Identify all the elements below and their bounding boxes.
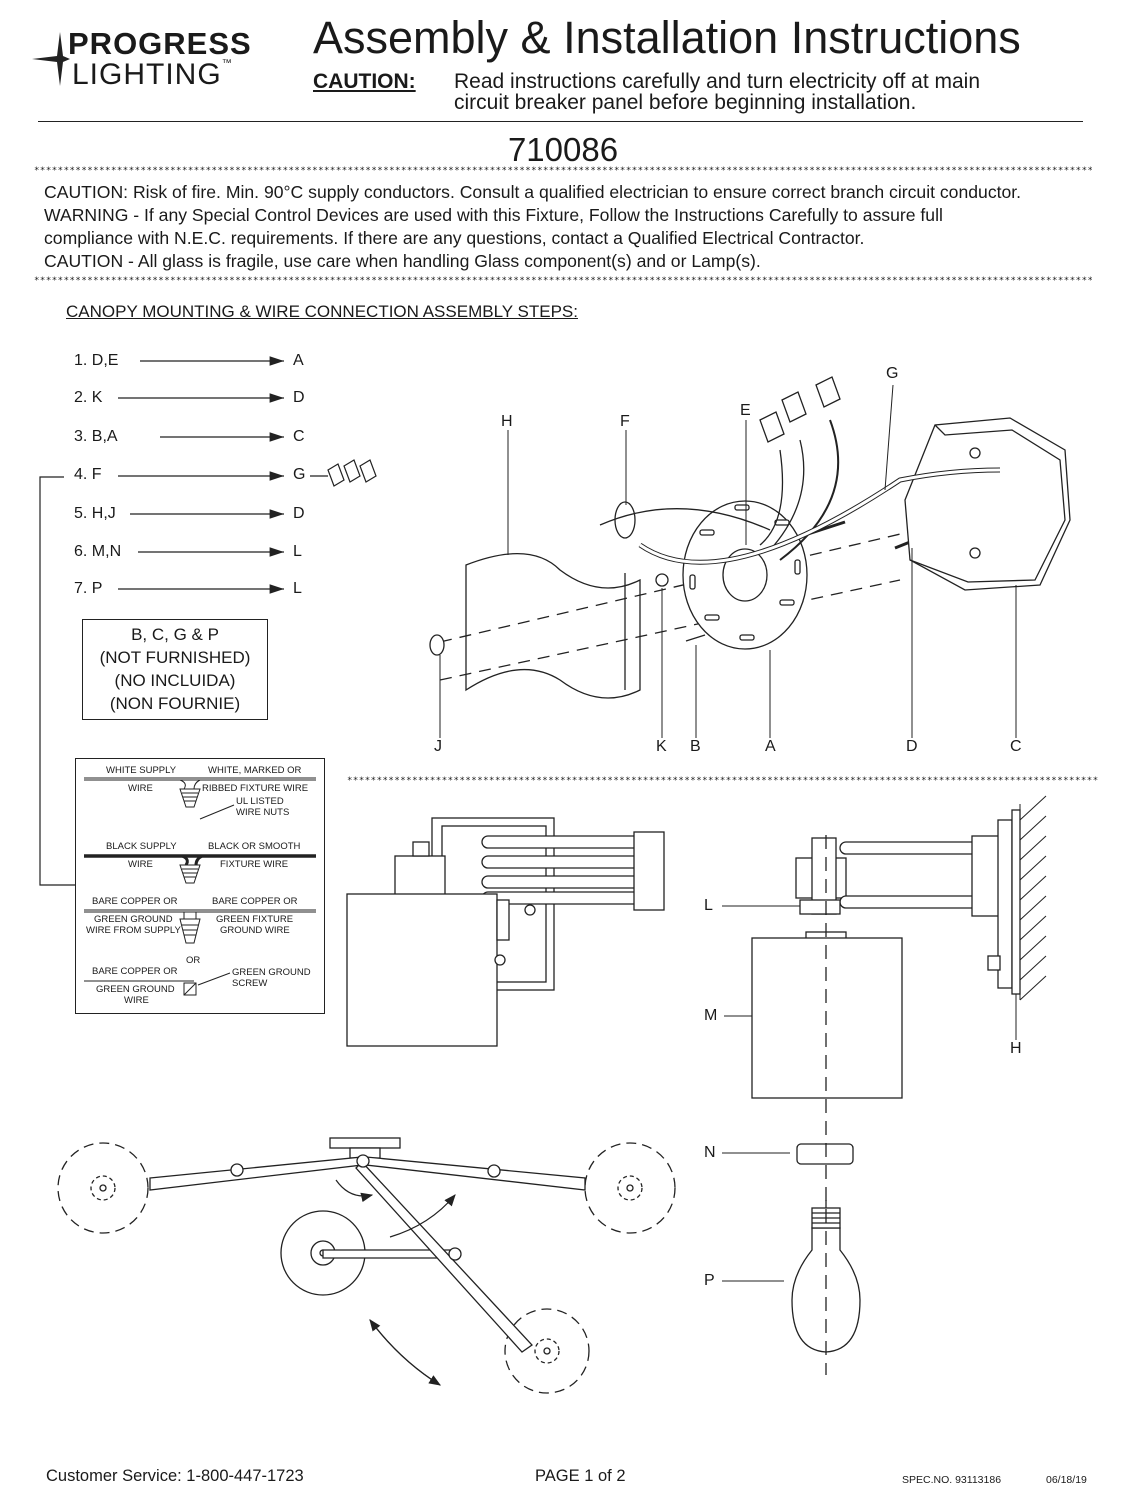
green-screw-label-2: SCREW — [232, 978, 268, 989]
white-supply-label: WHITE SUPPLY — [106, 765, 177, 776]
ribbed-label: RIBBED FIXTURE WIRE — [202, 783, 309, 794]
green-screw-label-1: GREEN GROUND — [232, 967, 311, 978]
step-7-target: L — [293, 580, 302, 597]
step-7: 7. P — [74, 580, 103, 597]
warning-line-2: WARNING - If any Special Control Devices… — [44, 205, 943, 225]
step-5: 5. H,J — [74, 505, 116, 522]
star-separator-3: ****************************************… — [347, 776, 1099, 786]
part-label-p: P — [704, 1272, 715, 1289]
wire-nuts-icon — [327, 459, 377, 487]
part-label-d: D — [906, 738, 918, 755]
step-5-target: D — [293, 505, 305, 522]
caution-label: CAUTION: — [313, 70, 416, 93]
model-number: 710086 — [507, 131, 619, 168]
crossbar-a — [682, 500, 808, 650]
part-label-k: K — [656, 738, 667, 755]
step-2-target: D — [293, 389, 305, 406]
warning-line-1: CAUTION: Risk of fire. Min. 90°C supply … — [44, 182, 1022, 202]
black-smooth-label: BLACK OR SMOOTH — [208, 841, 301, 852]
green-fixture-label: GREEN FIXTURE — [216, 914, 294, 925]
step-3-target: C — [293, 428, 305, 445]
not-furnished-parts: B, C, G & P — [131, 625, 219, 644]
green-ground-left-label: GREEN GROUND — [94, 914, 173, 925]
step-3: 3. B,A — [74, 428, 118, 445]
part-label-l: L — [704, 897, 713, 914]
caution-line-1: Read instructions carefully and turn ele… — [454, 70, 981, 93]
step-2: 2. K — [74, 389, 103, 406]
fixture-wire-label: FIXTURE WIRE — [220, 859, 289, 870]
header-rule — [38, 121, 1083, 122]
ground-wire-label: GROUND WIRE — [220, 925, 290, 936]
part-label-n: N — [704, 1144, 716, 1161]
or-label: OR — [186, 955, 201, 966]
spec-number: SPEC.NO. 93113186 — [902, 1474, 1002, 1486]
bare-copper-bottom-label: BARE COPPER OR — [92, 966, 178, 977]
part-label-h: H — [501, 413, 513, 430]
part-label-h-side: H — [1010, 1040, 1022, 1057]
wiring-lines — [84, 777, 316, 996]
backplate-h — [465, 552, 641, 699]
step-6-target: L — [293, 543, 302, 560]
part-label-g: G — [886, 365, 899, 382]
ul-listed-label: UL LISTED — [236, 796, 284, 807]
not-furnished-es: (NO INCLUIDA) — [114, 671, 236, 690]
bare-copper-right-label: BARE COPPER OR — [212, 896, 298, 907]
part-label-f: F — [620, 413, 630, 430]
part-label-e: E — [740, 402, 751, 419]
logo-text-lighting: LIGHTING™ — [72, 58, 233, 91]
black-supply-label: BLACK SUPPLY — [106, 841, 177, 852]
green-ground-bottom-label: GREEN GROUND — [96, 984, 175, 995]
star-logo-icon — [32, 32, 70, 86]
step-6: 6. M,N — [74, 543, 122, 560]
wire-bottom-label: WIRE — [124, 995, 149, 1006]
warning-line-4: CAUTION - All glass is fragile, use care… — [44, 251, 761, 271]
customer-service: Customer Service: 1-800-447-1723 — [46, 1467, 304, 1485]
logo-text-progress: PROGRESS — [68, 26, 252, 61]
part-label-j: J — [434, 738, 442, 755]
caution-line-2: circuit breaker panel before beginning i… — [454, 91, 917, 114]
part-label-a: A — [765, 738, 776, 755]
step-1: 1. D,E — [74, 352, 119, 369]
part-label-c: C — [1010, 738, 1022, 755]
junction-box-c — [904, 417, 1071, 591]
document-title: Assembly & Installation Instructions — [313, 12, 1021, 63]
part-label-b: B — [690, 738, 701, 755]
revision-date: 06/18/19 — [1046, 1474, 1087, 1486]
part-label-m: M — [704, 1007, 718, 1024]
white-wire-label: WIRE — [128, 783, 153, 794]
not-furnished-box: B, C, G & P (NOT FURNISHED) (NO INCLUIDA… — [82, 619, 268, 720]
bulb-p — [791, 1227, 861, 1353]
step-4-target: G — [293, 466, 306, 483]
wiring-diagram-box: WHITE SUPPLY WIRE WHITE, MARKED OR RIBBE… — [75, 758, 325, 1014]
caution-text: Read instructions carefully and turn ele… — [454, 71, 1094, 113]
page-number: PAGE 1 of 2 — [535, 1467, 626, 1485]
step-4: 4. F — [74, 466, 102, 483]
warning-line-3: compliance with N.E.C. requirements. If … — [44, 228, 865, 248]
white-marked-label: WHITE, MARKED OR — [208, 765, 302, 776]
from-supply-label: WIRE FROM SUPPLY — [86, 925, 181, 936]
brand-logo: PROGRESS LIGHTING™ — [30, 22, 280, 102]
step-1-target: A — [293, 352, 304, 369]
black-wire-label: WIRE — [128, 859, 153, 870]
bare-copper-left-label: BARE COPPER OR — [92, 896, 178, 907]
wire-nuts-label: WIRE NUTS — [236, 807, 290, 818]
not-furnished-en: (NOT FURNISHED) — [99, 648, 251, 667]
section-title: CANOPY MOUNTING & WIRE CONNECTION ASSEMB… — [66, 302, 578, 321]
star-separator-1: ****************************************… — [34, 166, 1092, 176]
not-furnished-fr: (NON FOURNIE) — [109, 694, 241, 713]
star-separator-2: ****************************************… — [34, 276, 1092, 286]
